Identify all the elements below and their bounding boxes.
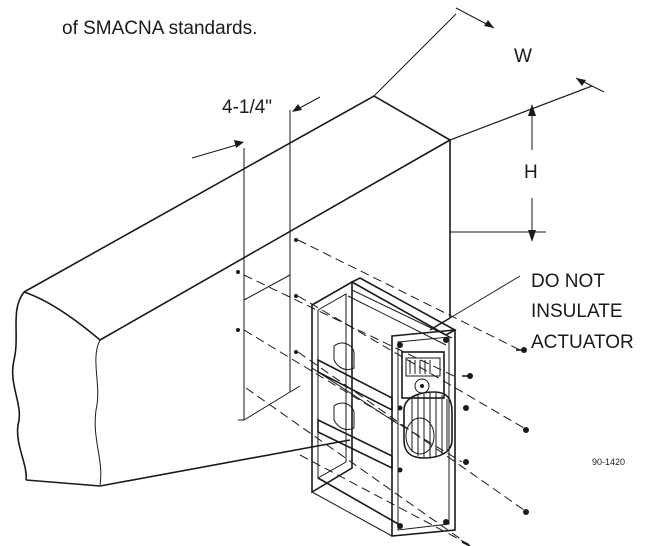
duct <box>11 95 451 487</box>
screw-icon <box>461 541 471 546</box>
width-label: W <box>514 46 532 67</box>
screw-icon <box>463 405 469 411</box>
screw-icon <box>463 459 469 465</box>
note-line-3: ACTUATOR <box>531 332 634 353</box>
screw-icon <box>462 373 473 379</box>
note-line-2: INSULATE <box>531 301 623 322</box>
alignment-lines <box>243 239 525 546</box>
offset-label: 4-1/4" <box>222 97 272 118</box>
height-label: H <box>524 162 538 183</box>
insulation-warning: DO NOT INSULATE ACTUATOR <box>531 271 634 353</box>
mounting-screws <box>461 347 529 546</box>
caption-text: of SMACNA standards. <box>62 18 257 39</box>
note-line-1: DO NOT <box>531 271 605 292</box>
duct-opening <box>236 110 301 421</box>
damper-frame <box>311 277 457 537</box>
offset-dimension <box>191 96 321 159</box>
figure-number: 90-1420 <box>592 457 625 467</box>
screw-icon <box>523 509 529 515</box>
screw-icon <box>523 427 529 433</box>
screw-icon <box>516 347 527 353</box>
height-dimension <box>449 85 593 319</box>
actuator <box>401 351 453 459</box>
